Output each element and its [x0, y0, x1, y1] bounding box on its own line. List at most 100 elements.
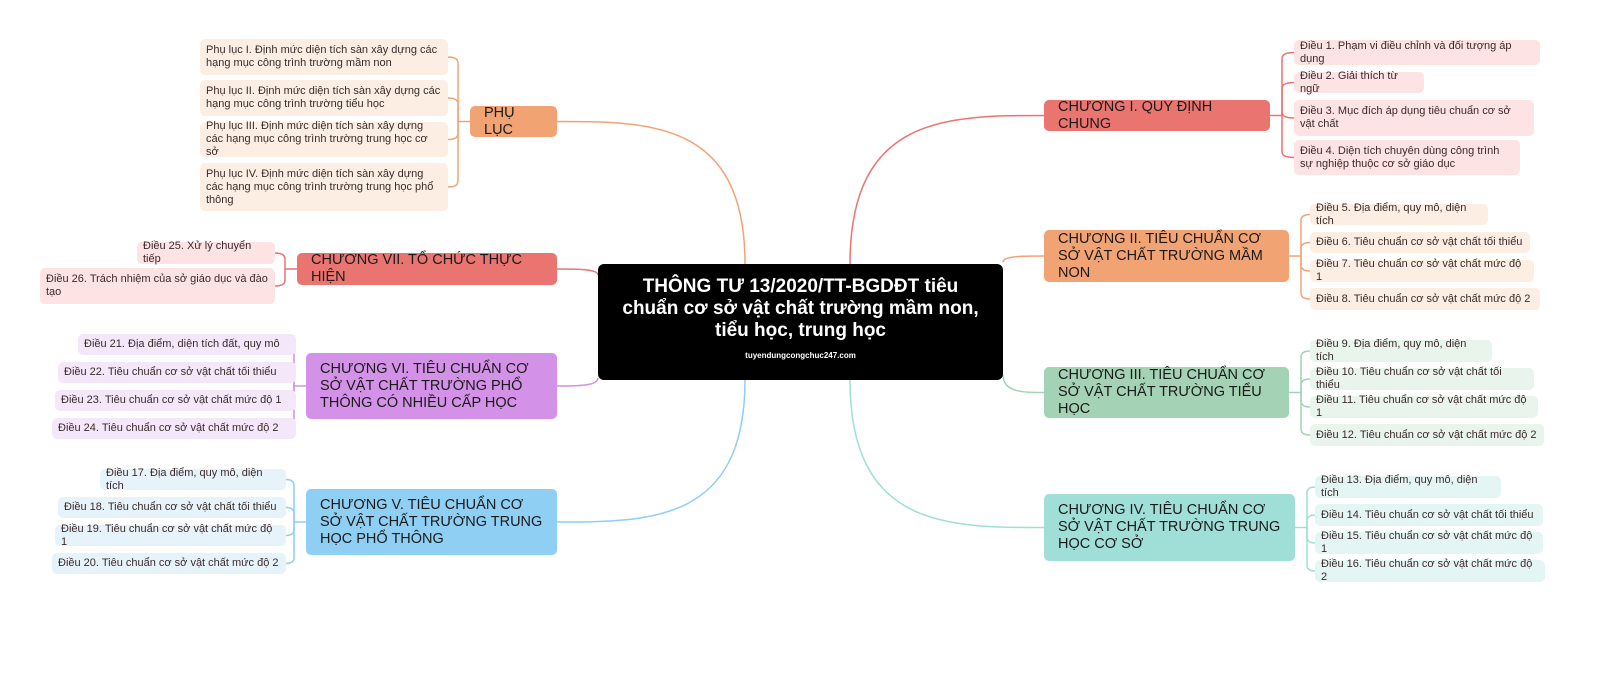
branch-chuong-7[interactable]: CHƯƠNG VII. TỔ CHỨC THỰC HIỆN	[297, 252, 557, 285]
subtopic-chuong-1-label: Điều 1. Phạm vi điều chỉnh và đối tượng …	[1300, 39, 1512, 65]
subtopic-phu-luc[interactable]: Phụ lục III. Định mức diện tích sàn xây …	[200, 120, 448, 158]
subtopic-phu-luc[interactable]: Phụ lục I. Định mức diện tích sàn xây dự…	[200, 39, 448, 75]
item-connector	[1300, 256, 1311, 272]
item-connector	[447, 56, 459, 122]
subtopic-phu-luc-label: Phụ lục IV. Định mức diện tích sàn xây d…	[206, 167, 434, 206]
subtopic-phu-luc[interactable]: Phụ lục II. Định mức diện tích sàn xây d…	[200, 80, 448, 116]
subtopic-chuong-3-label: Điều 11. Tiêu chuẩn cơ sở vật chất mức đ…	[1316, 394, 1527, 419]
central-topic-title: THÔNG TƯ 13/2020/TT-BGDĐT tiêu chuẩn cơ …	[622, 276, 979, 341]
subtopic-chuong-7-label: Điều 25. Xử lý chuyển tiếp	[143, 240, 252, 265]
item-connector	[1306, 527, 1316, 572]
branch-chuong-6[interactable]: CHƯƠNG VI. TIÊU CHUẨN CƠ SỞ VẬT CHẤT TRƯ…	[306, 353, 557, 419]
subtopic-chuong-5-label: Điều 19. Tiêu chuẩn cơ sở vật chất mức đ…	[61, 522, 273, 548]
subtopic-chuong-5-label: Điều 18. Tiêu chuẩn cơ sở vật chất tối t…	[64, 501, 277, 513]
subtopic-chuong-1[interactable]: Điều 2. Giải thích từ ngữ	[1294, 69, 1424, 95]
central-topic[interactable]: THÔNG TƯ 13/2020/TT-BGDĐT tiêu chuẩn cơ …	[598, 264, 1003, 380]
branch-chuong-2[interactable]: CHƯƠNG II. TIÊU CHUẨN CƠ SỞ VẬT CHẤT TRƯ…	[1044, 230, 1289, 282]
item-connector	[1281, 81, 1295, 116]
branch-chuong-5-label: CHƯƠNG V. TIÊU CHUẨN CƠ SỞ VẬT CHẤT TRƯỜ…	[320, 496, 543, 547]
subtopic-chuong-6-label: Điều 21. Địa điểm, diện tích đất, quy mô	[84, 338, 280, 350]
subtopic-chuong-3[interactable]: Điều 10. Tiêu chuẩn cơ sở vật chất tối t…	[1310, 366, 1534, 391]
subtopic-chuong-3-label: Điều 9. Địa điểm, quy mô, diện tích	[1316, 338, 1467, 363]
branch-connector-chuong-1	[849, 114, 1045, 265]
item-connector	[1300, 392, 1311, 408]
subtopic-chuong-4[interactable]: Điều 15. Tiêu chuẩn cơ sở vật chất mức đ…	[1315, 530, 1543, 555]
branch-chuong-1-label: CHƯƠNG I. QUY ĐỊNH CHUNG	[1058, 98, 1213, 132]
subtopic-chuong-4[interactable]: Điều 14. Tiêu chuẩn cơ sở vật chất tối t…	[1315, 504, 1543, 526]
branch-chuong-3[interactable]: CHƯƠNG III. TIÊU CHUẨN CƠ SỞ VẬT CHẤT TR…	[1044, 367, 1289, 418]
item-connector	[447, 121, 459, 141]
item-connector	[1306, 514, 1316, 528]
branch-chuong-3-label: CHƯƠNG III. TIÊU CHUẨN CƠ SỞ VẬT CHẤT TR…	[1058, 367, 1265, 417]
item-connector	[285, 522, 295, 565]
subtopic-phu-luc-label: Phụ lục III. Định mức diện tích sàn xây …	[206, 120, 428, 158]
subtopic-chuong-3[interactable]: Điều 9. Địa điểm, quy mô, diện tích	[1310, 338, 1492, 363]
branch-chuong-4[interactable]: CHƯƠNG IV. TIÊU CHUẨN CƠ SỞ VẬT CHẤT TRƯ…	[1044, 494, 1295, 561]
branch-connector-chuong-4	[849, 379, 1045, 529]
subtopic-chuong-1-label: Điều 4. Diện tích chuyên dùng công trình…	[1300, 144, 1500, 170]
subtopic-chuong-2-label: Điều 5. Địa điểm, quy mô, diện tích	[1316, 201, 1467, 227]
item-connector	[1281, 51, 1295, 116]
branch-connector-chuong-3	[1002, 374, 1045, 394]
subtopic-chuong-2[interactable]: Điều 5. Địa điểm, quy mô, diện tích	[1310, 201, 1488, 227]
subtopic-chuong-3[interactable]: Điều 11. Tiêu chuẩn cơ sở vật chất mức đ…	[1310, 394, 1538, 419]
branch-phu-luc-label: PHỤ LỤC	[484, 104, 515, 138]
subtopic-phu-luc[interactable]: Phụ lục IV. Định mức diện tích sàn xây d…	[200, 163, 448, 211]
item-connector	[1306, 527, 1316, 544]
item-connector	[1300, 241, 1311, 256]
subtopic-chuong-4-label: Điều 14. Tiêu chuẩn cơ sở vật chất tối t…	[1321, 508, 1534, 521]
subtopic-chuong-5[interactable]: Điều 19. Tiêu chuẩn cơ sở vật chất mức đ…	[55, 522, 286, 548]
subtopic-chuong-4-label: Điều 13. Địa điểm, quy mô, diện tích	[1321, 474, 1478, 499]
branch-chuong-5[interactable]: CHƯƠNG V. TIÊU CHUẨN CƠ SỞ VẬT CHẤT TRƯỜ…	[306, 489, 557, 555]
branch-connector-chuong-2	[1002, 255, 1045, 263]
subtopic-chuong-6-label: Điều 24. Tiêu chuẩn cơ sở vật chất mức đ…	[58, 422, 279, 434]
subtopic-chuong-5-label: Điều 17. Địa điểm, quy mô, diện tích	[106, 466, 263, 492]
branch-connector-phu-luc	[556, 120, 746, 265]
item-connector	[1300, 392, 1311, 436]
subtopic-chuong-4-label: Điều 15. Tiêu chuẩn cơ sở vật chất mức đ…	[1321, 530, 1533, 555]
branch-chuong-2-label: CHƯƠNG II. TIÊU CHUẨN CƠ SỞ VẬT CHẤT TRƯ…	[1058, 230, 1263, 281]
subtopic-chuong-2-label: Điều 6. Tiêu chuẩn cơ sở vật chất tối th…	[1316, 236, 1523, 248]
branch-connector-chuong-6	[556, 377, 599, 387]
item-connector	[274, 252, 286, 269]
item-connector	[1281, 111, 1295, 119]
subtopic-chuong-6[interactable]: Điều 21. Địa điểm, diện tích đất, quy mô	[78, 334, 296, 355]
item-connector	[1300, 256, 1311, 300]
subtopic-chuong-2[interactable]: Điều 8. Tiêu chuẩn cơ sở vật chất mức độ…	[1310, 288, 1540, 310]
subtopic-chuong-5[interactable]: Điều 20. Tiêu chuẩn cơ sở vật chất mức đ…	[52, 553, 286, 574]
subtopic-chuong-4[interactable]: Điều 16. Tiêu chuẩn cơ sở vật chất mức đ…	[1315, 558, 1545, 583]
item-connector	[285, 522, 295, 537]
subtopic-chuong-6-label: Điều 23. Tiêu chuẩn cơ sở vật chất mức đ…	[61, 394, 282, 406]
subtopic-chuong-2[interactable]: Điều 6. Tiêu chuẩn cơ sở vật chất tối th…	[1310, 232, 1530, 253]
branch-chuong-6-label: CHƯƠNG VI. TIÊU CHUẨN CƠ SỞ VẬT CHẤT TRƯ…	[320, 360, 529, 411]
branch-chuong-1[interactable]: CHƯƠNG I. QUY ĐỊNH CHUNG	[1044, 98, 1270, 132]
branch-chuong-7-label: CHƯƠNG VII. TỔ CHỨC THỰC HIỆN	[311, 252, 522, 285]
subtopic-chuong-6[interactable]: Điều 24. Tiêu chuẩn cơ sở vật chất mức đ…	[52, 418, 296, 439]
branch-connector-chuong-7	[556, 268, 599, 276]
subtopic-chuong-4[interactable]: Điều 13. Địa điểm, quy mô, diện tích	[1315, 474, 1501, 499]
subtopic-chuong-6[interactable]: Điều 23. Tiêu chuẩn cơ sở vật chất mức đ…	[55, 390, 296, 411]
branch-phu-luc[interactable]: PHỤ LỤC	[470, 104, 557, 138]
subtopic-chuong-5[interactable]: Điều 17. Địa điểm, quy mô, diện tích	[100, 466, 286, 492]
subtopic-chuong-4-label: Điều 16. Tiêu chuẩn cơ sở vật chất mức đ…	[1321, 558, 1533, 583]
subtopic-chuong-5[interactable]: Điều 18. Tiêu chuẩn cơ sở vật chất tối t…	[58, 497, 286, 518]
subtopic-chuong-3-label: Điều 10. Tiêu chuẩn cơ sở vật chất tối t…	[1316, 366, 1502, 391]
subtopic-chuong-6-label: Điều 22. Tiêu chuẩn cơ sở vật chất tối t…	[64, 366, 277, 378]
subtopic-chuong-2[interactable]: Điều 7. Tiêu chuẩn cơ sở vật chất mức độ…	[1310, 258, 1534, 283]
subtopic-chuong-1-label: Điều 2. Giải thích từ ngữ	[1300, 69, 1398, 95]
central-topic-subtitle: tuyendungcongchuc247.com	[745, 351, 856, 360]
branch-chuong-4-label: CHƯƠNG IV. TIÊU CHUẨN CƠ SỞ VẬT CHẤT TRƯ…	[1058, 502, 1281, 552]
subtopic-chuong-1[interactable]: Điều 4. Diện tích chuyên dùng công trình…	[1294, 140, 1520, 175]
subtopic-chuong-1[interactable]: Điều 3. Mục đích áp dụng tiêu chuẩn cơ s…	[1294, 100, 1534, 136]
subtopic-chuong-6[interactable]: Điều 22. Tiêu chuẩn cơ sở vật chất tối t…	[58, 362, 296, 383]
subtopic-chuong-3[interactable]: Điều 12. Tiêu chuẩn cơ sở vật chất mức đ…	[1310, 424, 1544, 446]
subtopic-chuong-7[interactable]: Điều 26. Trách nhiệm của sở giáo dục và …	[40, 268, 275, 304]
item-connector	[1300, 350, 1311, 393]
subtopic-chuong-1[interactable]: Điều 1. Phạm vi điều chỉnh và đối tượng …	[1294, 40, 1540, 65]
subtopic-chuong-7[interactable]: Điều 25. Xử lý chuyển tiếp	[137, 240, 275, 265]
subtopic-chuong-2-label: Điều 8. Tiêu chuẩn cơ sở vật chất mức độ…	[1316, 292, 1531, 305]
subtopic-chuong-2-label: Điều 7. Tiêu chuẩn cơ sở vật chất mức độ…	[1316, 258, 1522, 283]
subtopic-chuong-5-label: Điều 20. Tiêu chuẩn cơ sở vật chất mức đ…	[58, 557, 279, 569]
subtopic-phu-luc-label: Phụ lục II. Định mức diện tích sàn xây d…	[206, 85, 441, 110]
item-connector	[1306, 486, 1316, 528]
